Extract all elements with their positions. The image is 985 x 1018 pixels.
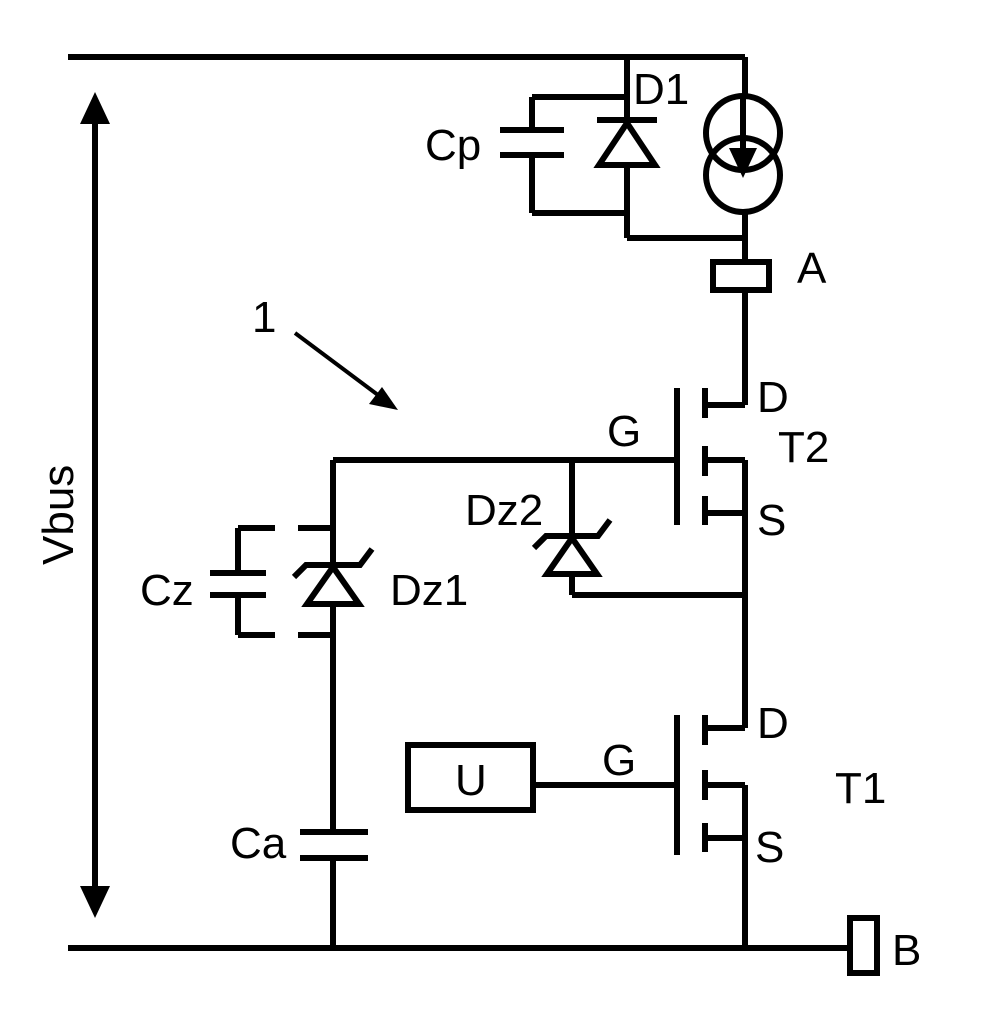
- control-block-u-label: U: [455, 756, 487, 805]
- reference-1-label: 1: [252, 293, 276, 342]
- dz2-label: Dz2: [465, 486, 543, 535]
- ca-label: Ca: [230, 819, 287, 868]
- cp-label: Cp: [425, 121, 481, 170]
- t2-gate-label: G: [607, 407, 641, 456]
- zener-dz1: [294, 460, 372, 835]
- capacitor-cz: [210, 528, 333, 635]
- current-source: [706, 96, 780, 212]
- terminal-a-label: A: [797, 244, 827, 293]
- t2-drain-label: D: [757, 373, 789, 422]
- t2-name-label: T2: [778, 423, 829, 472]
- vbus-label: Vbus: [34, 465, 83, 565]
- d1-label: D1: [633, 65, 689, 114]
- vbus-arrow: [80, 92, 110, 918]
- t1-gate-label: G: [602, 736, 636, 785]
- zener-dz2: [534, 460, 745, 595]
- terminal-a: [713, 262, 769, 290]
- t1-source-label: S: [755, 823, 784, 872]
- cz-label: Cz: [140, 566, 194, 615]
- terminal-b-label: B: [892, 926, 921, 975]
- t1-drain-label: D: [757, 699, 789, 748]
- terminal-b: [850, 918, 877, 973]
- t2-source-label: S: [757, 496, 786, 545]
- reference-1-arrow: [295, 333, 398, 410]
- t1-name-label: T1: [835, 764, 886, 813]
- transistor-t2: [677, 388, 745, 525]
- transistor-t1: [677, 715, 745, 948]
- capacitor-ca: [300, 832, 368, 948]
- dz1-label: Dz1: [390, 566, 468, 615]
